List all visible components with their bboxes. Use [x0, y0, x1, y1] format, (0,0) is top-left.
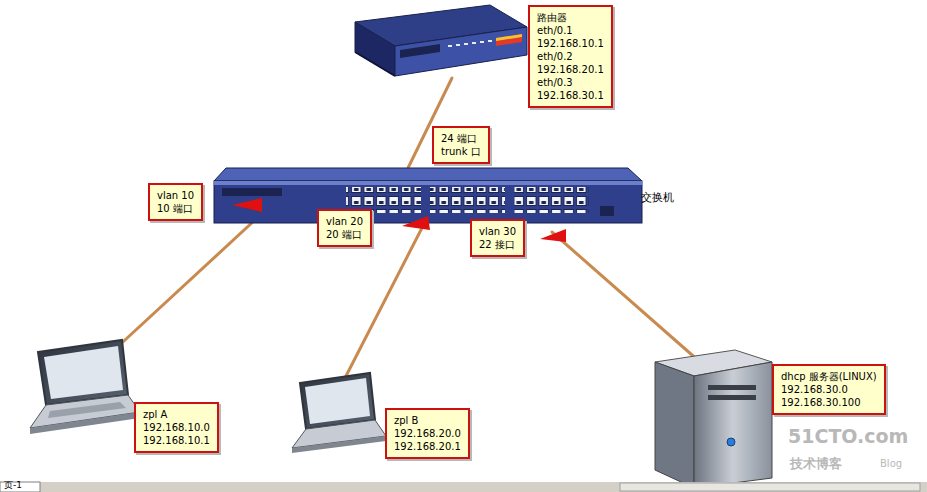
callout-text: 24 端口	[441, 132, 481, 145]
callout-text: 192.168.20.1	[394, 440, 461, 453]
callout-text: zpl B	[394, 414, 461, 427]
network-cable	[112, 78, 700, 378]
callout-text: trunk 口	[441, 145, 481, 158]
callout-text: 192.168.30.0	[781, 383, 877, 396]
laptop-icon	[292, 373, 386, 453]
callout-text: 路由器	[537, 11, 604, 24]
server-icon	[655, 350, 772, 488]
callout-text: 192.168.10.0	[143, 421, 210, 434]
callout-box: vlan 2020 端口	[317, 209, 372, 247]
scrollbar	[620, 483, 920, 491]
callout-text: 20 端口	[326, 228, 363, 241]
callout-text: 10 端口	[157, 202, 194, 215]
switch-icon	[214, 168, 642, 223]
callout-box: dhcp 服务器(LINUX)192.168.30.0192.168.30.10…	[772, 364, 886, 415]
status-bar	[0, 482, 927, 492]
laptop-icon	[30, 340, 140, 434]
callout-box: vlan 1010 端口	[148, 183, 203, 221]
callout-text: eth/0.1	[537, 24, 604, 37]
callout-box: 路由器eth/0.1192.168.10.1eth/0.2192.168.20.…	[528, 5, 613, 108]
callout-text: vlan 30	[479, 225, 516, 238]
router-icon	[355, 5, 527, 76]
callout-text: 192.168.30.100	[781, 396, 877, 409]
callout-text: 192.168.10.1	[143, 434, 210, 447]
callout-box: zpl A192.168.10.0192.168.10.1	[134, 402, 219, 453]
device-label: 交换机	[641, 192, 674, 204]
callout-text: 192.168.30.1	[537, 89, 604, 102]
callout-text: eth/0.2	[537, 50, 604, 63]
callout-text: dhcp 服务器(LINUX)	[781, 370, 877, 383]
callout-text: 22 接口	[479, 238, 516, 251]
callout-text: 192.168.20.1	[537, 63, 604, 76]
callout-box: vlan 3022 接口	[470, 219, 525, 257]
callout-box: zpl B192.168.20.0192.168.20.1	[385, 408, 470, 459]
callout-text: 192.168.10.1	[537, 37, 604, 50]
callout-text: eth/0.3	[537, 76, 604, 89]
callout-text: 192.168.20.0	[394, 427, 461, 440]
page-label: 页-1	[4, 481, 22, 491]
callout-text: zpl A	[143, 408, 210, 421]
callout-text: vlan 10	[157, 189, 194, 202]
watermark: 51CTO.com	[788, 426, 908, 447]
callout-text: vlan 20	[326, 215, 363, 228]
callout-box: 24 端口trunk 口	[432, 126, 490, 164]
watermark: Blog	[880, 458, 902, 469]
watermark: 技术博客	[790, 457, 842, 471]
page-tab	[0, 482, 40, 492]
